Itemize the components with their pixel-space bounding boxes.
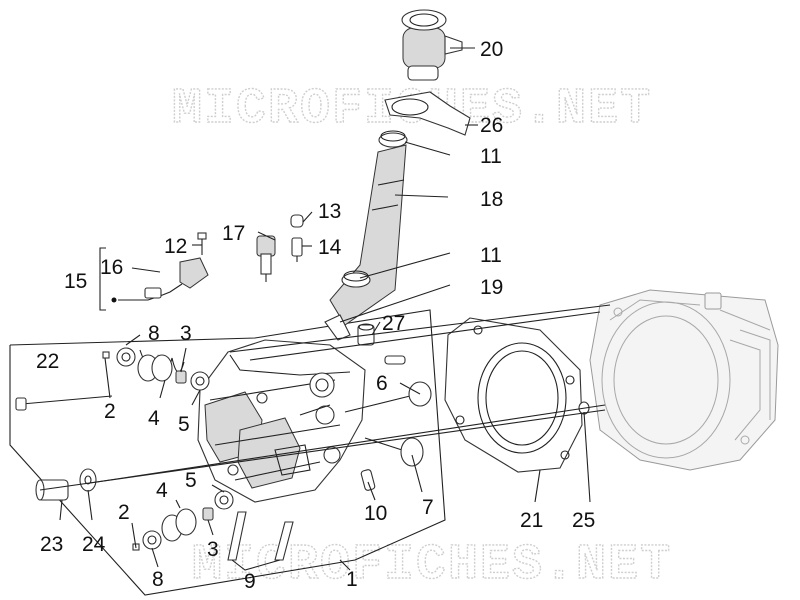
sensor-14 <box>291 237 303 262</box>
callout-numbers: 20 26 11 18 11 19 27 13 14 17 12 16 15 2… <box>36 38 595 593</box>
callout-7: 7 <box>422 496 434 519</box>
callout-8-lower: 8 <box>152 568 164 591</box>
callout-4-upper: 4 <box>148 407 160 430</box>
watermark-bottom: MICROFICHES.NET <box>192 537 672 594</box>
callout-3-upper: 3 <box>180 322 192 345</box>
callout-24: 24 <box>82 533 106 556</box>
callout-10: 10 <box>364 502 387 525</box>
vacuum-connector <box>324 314 351 341</box>
assembly-outline <box>9 309 446 596</box>
temperature-sensor <box>256 235 276 282</box>
sensor-16 <box>111 257 209 303</box>
cap-13 <box>290 214 304 228</box>
callout-23: 23 <box>40 533 63 556</box>
callout-13: 13 <box>318 200 341 223</box>
callout-1: 1 <box>346 568 358 591</box>
intake-manifold <box>329 144 407 326</box>
bushing-27 <box>357 323 375 346</box>
throttle-bracket <box>384 91 471 136</box>
callout-18: 18 <box>480 188 503 211</box>
pin-near-6 <box>384 355 406 365</box>
callout-2-upper: 2 <box>104 400 116 423</box>
callout-19: 19 <box>480 276 503 299</box>
callout-26: 26 <box>480 114 503 137</box>
valve-seal-lower <box>202 507 214 521</box>
callout-9: 9 <box>244 570 256 593</box>
valve-seal-upper <box>175 370 187 384</box>
spring-retainer-lower <box>142 530 162 550</box>
callout-22: 22 <box>36 350 59 373</box>
callout-5-upper: 5 <box>178 413 190 436</box>
callout-21: 21 <box>520 509 543 532</box>
bracket-15-16 <box>99 247 106 311</box>
cylinder-block <box>589 289 779 471</box>
screw-12 <box>197 232 207 255</box>
studs-9 <box>227 511 294 561</box>
cylinder-head-gasket <box>444 317 583 473</box>
washer-24 <box>79 468 97 492</box>
callout-25: 25 <box>572 509 595 532</box>
hose-clamp-lower <box>341 270 371 288</box>
valve-cotter-upper <box>102 351 110 359</box>
callout-4-lower: 4 <box>156 479 168 502</box>
dowel-pin-10 <box>360 469 376 491</box>
callout-3-lower: 3 <box>207 538 219 561</box>
leader-lines <box>59 47 591 571</box>
callout-17: 17 <box>222 222 245 245</box>
spring-seat-upper <box>190 371 210 391</box>
spring-seat-lower <box>214 490 234 510</box>
hose-clamp-upper <box>378 130 408 148</box>
callout-11-upper: 11 <box>480 145 502 168</box>
callout-2-lower: 2 <box>118 501 130 524</box>
callout-15: 15 <box>64 270 87 293</box>
bolt-22 <box>15 395 113 411</box>
callout-16: 16 <box>100 256 123 279</box>
throttle-body <box>401 9 463 81</box>
callout-14: 14 <box>318 236 342 259</box>
valve-spring-upper <box>137 349 185 382</box>
callout-27: 27 <box>382 312 405 335</box>
callout-5-lower: 5 <box>185 469 197 492</box>
exhaust-valve <box>364 437 424 467</box>
spring-retainer-upper <box>116 347 136 367</box>
callout-20: 20 <box>480 38 503 61</box>
callout-12: 12 <box>164 235 187 258</box>
cylinder-head <box>197 339 366 503</box>
alignment-lines <box>39 304 611 491</box>
callout-8-upper: 8 <box>148 322 160 345</box>
valve-spring-lower <box>161 508 197 542</box>
callout-6: 6 <box>376 372 388 395</box>
callout-11-lower: 11 <box>480 244 502 267</box>
